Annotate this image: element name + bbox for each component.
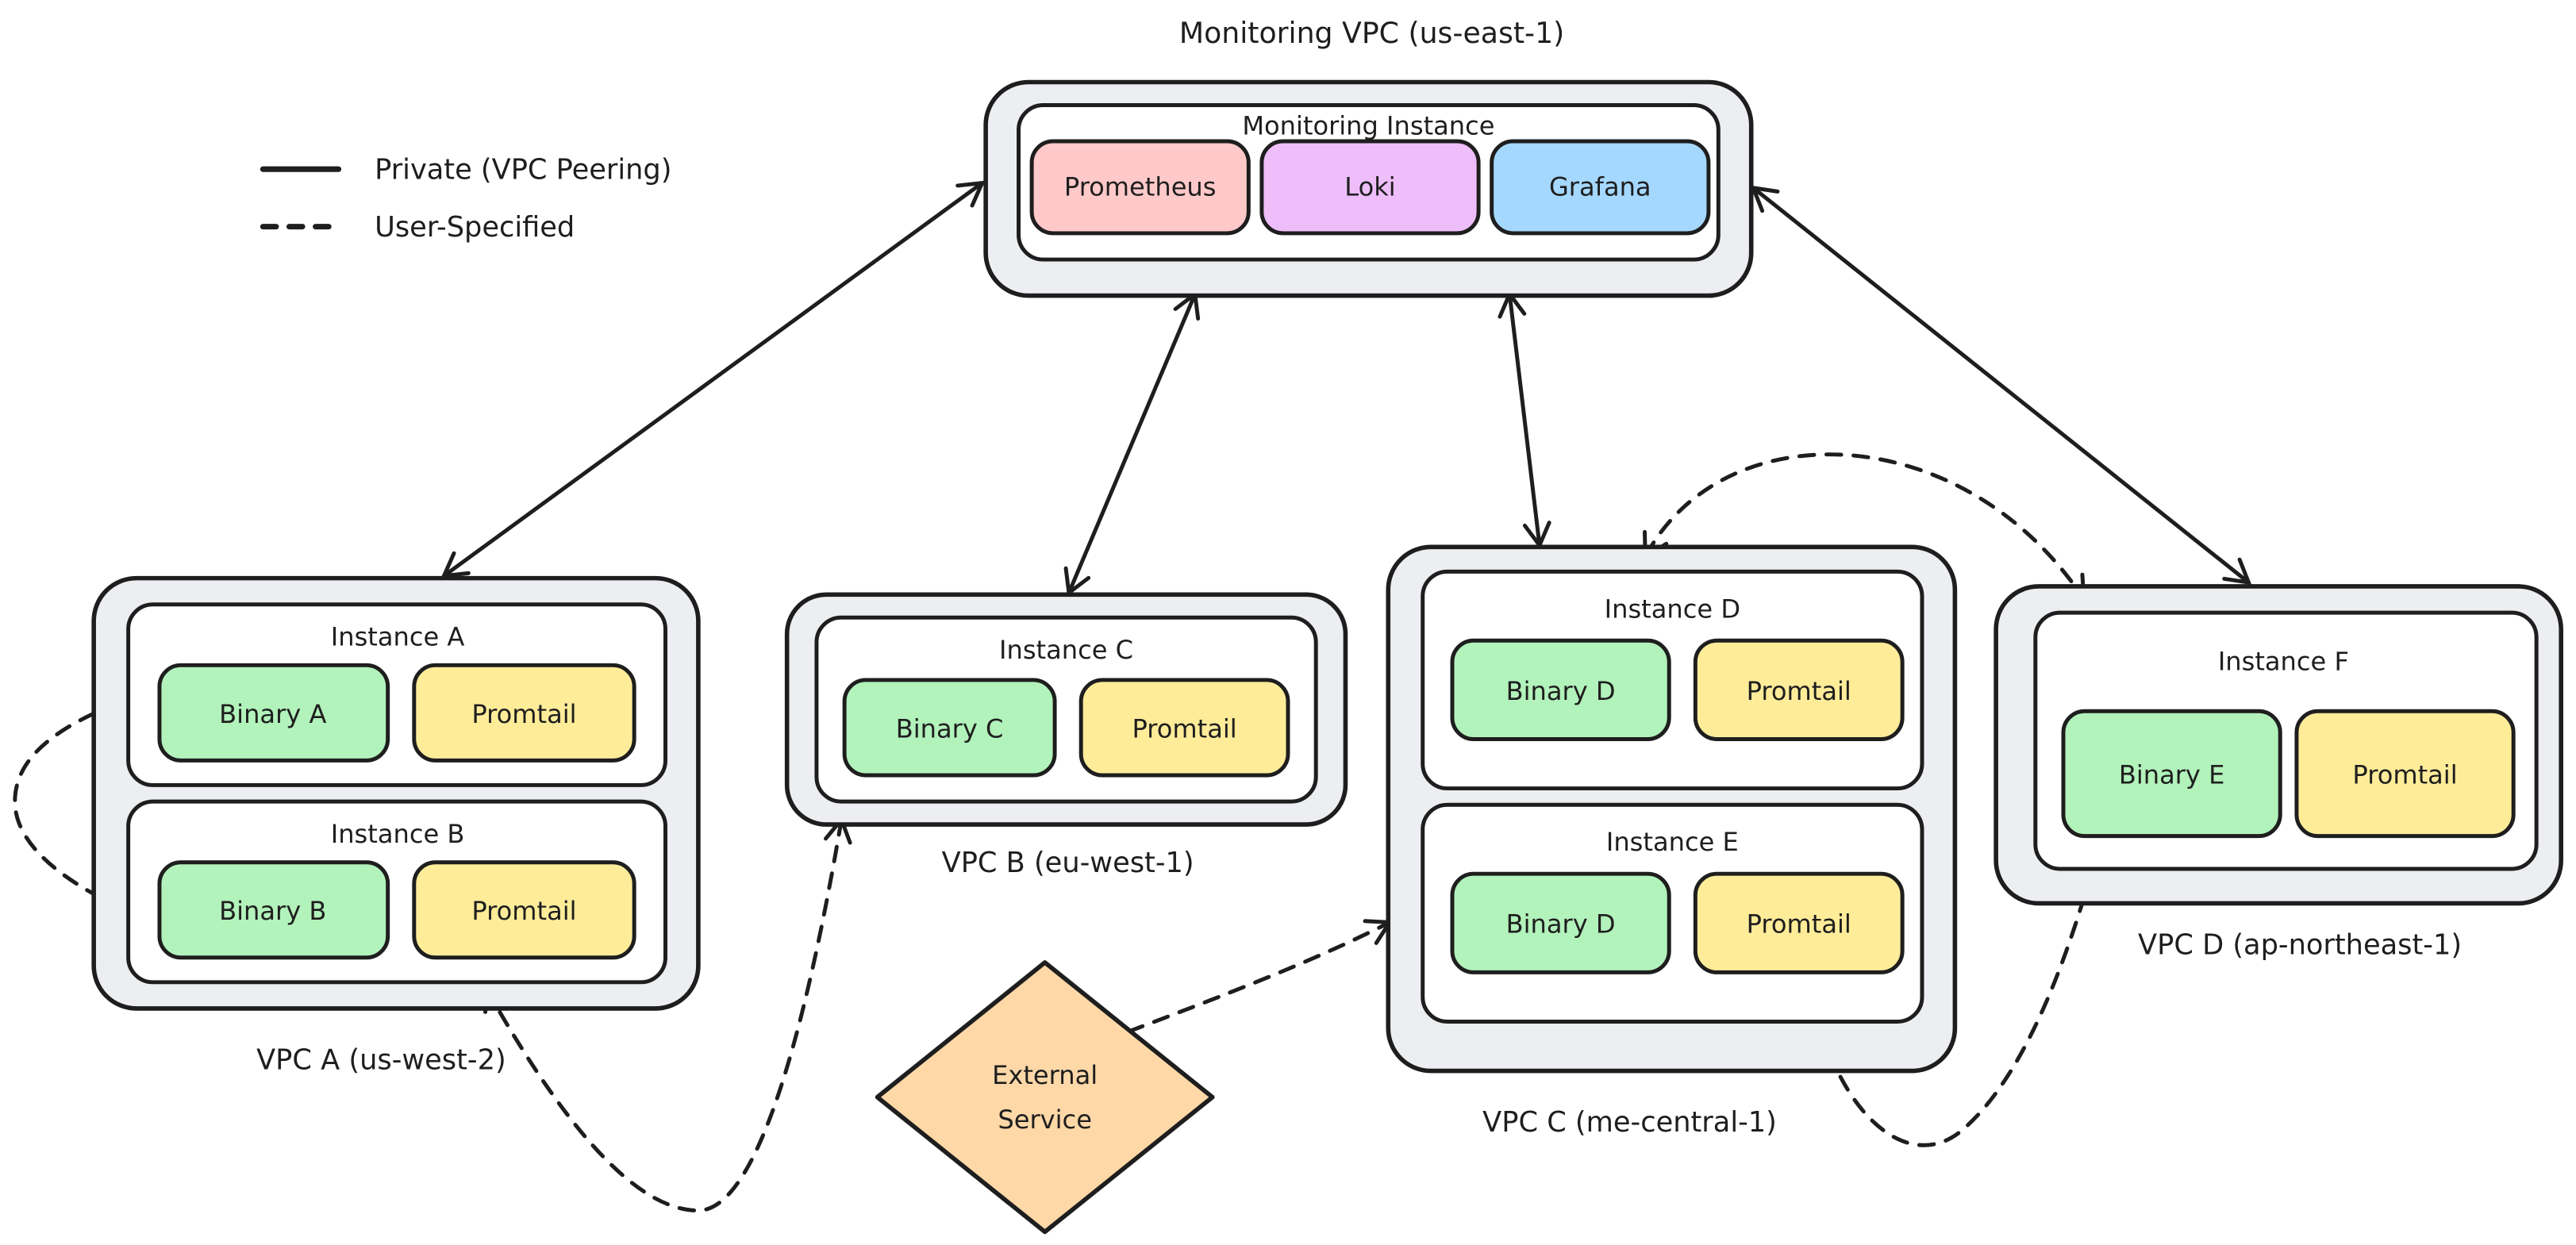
binary-b-chip: [157, 860, 390, 960]
instance-e-binary-d-label: Binary D: [1506, 909, 1616, 940]
instance-e-binary-d-chip: [1450, 871, 1671, 974]
legend: Private (VPC Peering) User-Specified: [260, 154, 671, 244]
legend-private-label: Private (VPC Peering): [375, 154, 671, 186]
vpc-b-label: VPC B (eu-west-1): [942, 847, 1194, 879]
connection-monitoring-vpc-d: [1750, 185, 2252, 586]
connections: [13, 180, 2252, 1213]
vpc-a: Instance A Binary A Promtail Instance B …: [91, 575, 701, 1077]
vpc-c: Instance D Binary D Promtail Instance E …: [1386, 544, 1958, 1139]
external-service-label-line1: External: [992, 1060, 1098, 1090]
connection-instance-b-instance-c: [483, 816, 852, 1213]
grafana-chip: [1490, 139, 1711, 236]
binary-d-chip: [1450, 638, 1671, 741]
monitoring-vpc-label: Monitoring VPC (us-east-1): [1179, 16, 1564, 50]
connection-monitoring-vpc-c: [1498, 290, 1551, 550]
connection-monitoring-vpc-b: [1063, 290, 1201, 597]
instance-b-promtail-chip: [412, 860, 636, 960]
loki-label: Loki: [1344, 171, 1395, 202]
connection-instance-a-instance-b: [13, 697, 124, 912]
instance-f-label: Instance F: [2218, 647, 2349, 677]
prometheus-chip: [1029, 139, 1251, 236]
monitoring-instance-label: Monitoring Instance: [1242, 111, 1494, 141]
vpc-c-label: VPC C (me-central-1): [1482, 1106, 1777, 1139]
vpc-d-label: VPC D (ap-northeast-1): [2138, 929, 2462, 962]
binary-c-chip: [842, 678, 1057, 778]
vpc-a-label: VPC A (us-west-2): [256, 1044, 506, 1077]
connection-external-instance-e: [1126, 919, 1394, 1034]
vpc-d: Instance F Binary E Promtail VPC D (ap-n…: [1994, 584, 2563, 962]
instance-c-promtail-chip: [1078, 678, 1290, 778]
instance-c-promtail-label: Promtail: [1132, 713, 1236, 744]
instance-d-promtail-label: Promtail: [1747, 676, 1851, 706]
instance-a-promtail-chip: [412, 663, 636, 763]
binary-a-chip: [157, 663, 390, 763]
prometheus-label: Prometheus: [1064, 171, 1217, 202]
vpc-b: Instance C Binary C Promtail VPC B (eu-w…: [784, 592, 1348, 879]
external-service-diamond: [875, 960, 1215, 1235]
instance-f-promtail-label: Promtail: [2352, 759, 2457, 790]
connection-instance-e-instance-f: [1812, 873, 2098, 1147]
instance-a-promtail-label: Promtail: [471, 699, 576, 729]
connection-instance-d-instance-f: [1643, 452, 2086, 603]
instance-e-promtail-label: Promtail: [1747, 909, 1851, 940]
grafana-label: Grafana: [1549, 171, 1651, 202]
monitoring-vpc: Monitoring VPC (us-east-1) Monitoring In…: [983, 16, 1754, 298]
binary-c-label: Binary C: [896, 713, 1004, 744]
instance-e-promtail-chip: [1693, 871, 1905, 974]
binary-e-chip: [2061, 709, 2282, 839]
external-service: External Service: [875, 960, 1215, 1235]
binary-a-label: Binary A: [219, 699, 326, 729]
instance-b-label: Instance B: [331, 819, 465, 849]
instance-b-promtail-label: Promtail: [471, 896, 576, 926]
connection-monitoring-vpc-a: [440, 180, 986, 578]
binary-b-label: Binary B: [219, 896, 326, 926]
binary-d-label: Binary D: [1506, 676, 1616, 706]
external-service-label-line2: Service: [998, 1105, 1092, 1135]
binary-e-label: Binary E: [2119, 759, 2225, 790]
instance-c-label: Instance C: [999, 635, 1133, 665]
instance-e-label: Instance E: [1606, 827, 1739, 857]
instance-d-promtail-chip: [1693, 638, 1905, 741]
instance-f-promtail-chip: [2294, 709, 2516, 839]
instance-a-label: Instance A: [331, 621, 465, 651]
instance-d-label: Instance D: [1605, 594, 1740, 624]
legend-user-specified-label: User-Specified: [375, 211, 575, 244]
loki-chip: [1259, 139, 1481, 236]
